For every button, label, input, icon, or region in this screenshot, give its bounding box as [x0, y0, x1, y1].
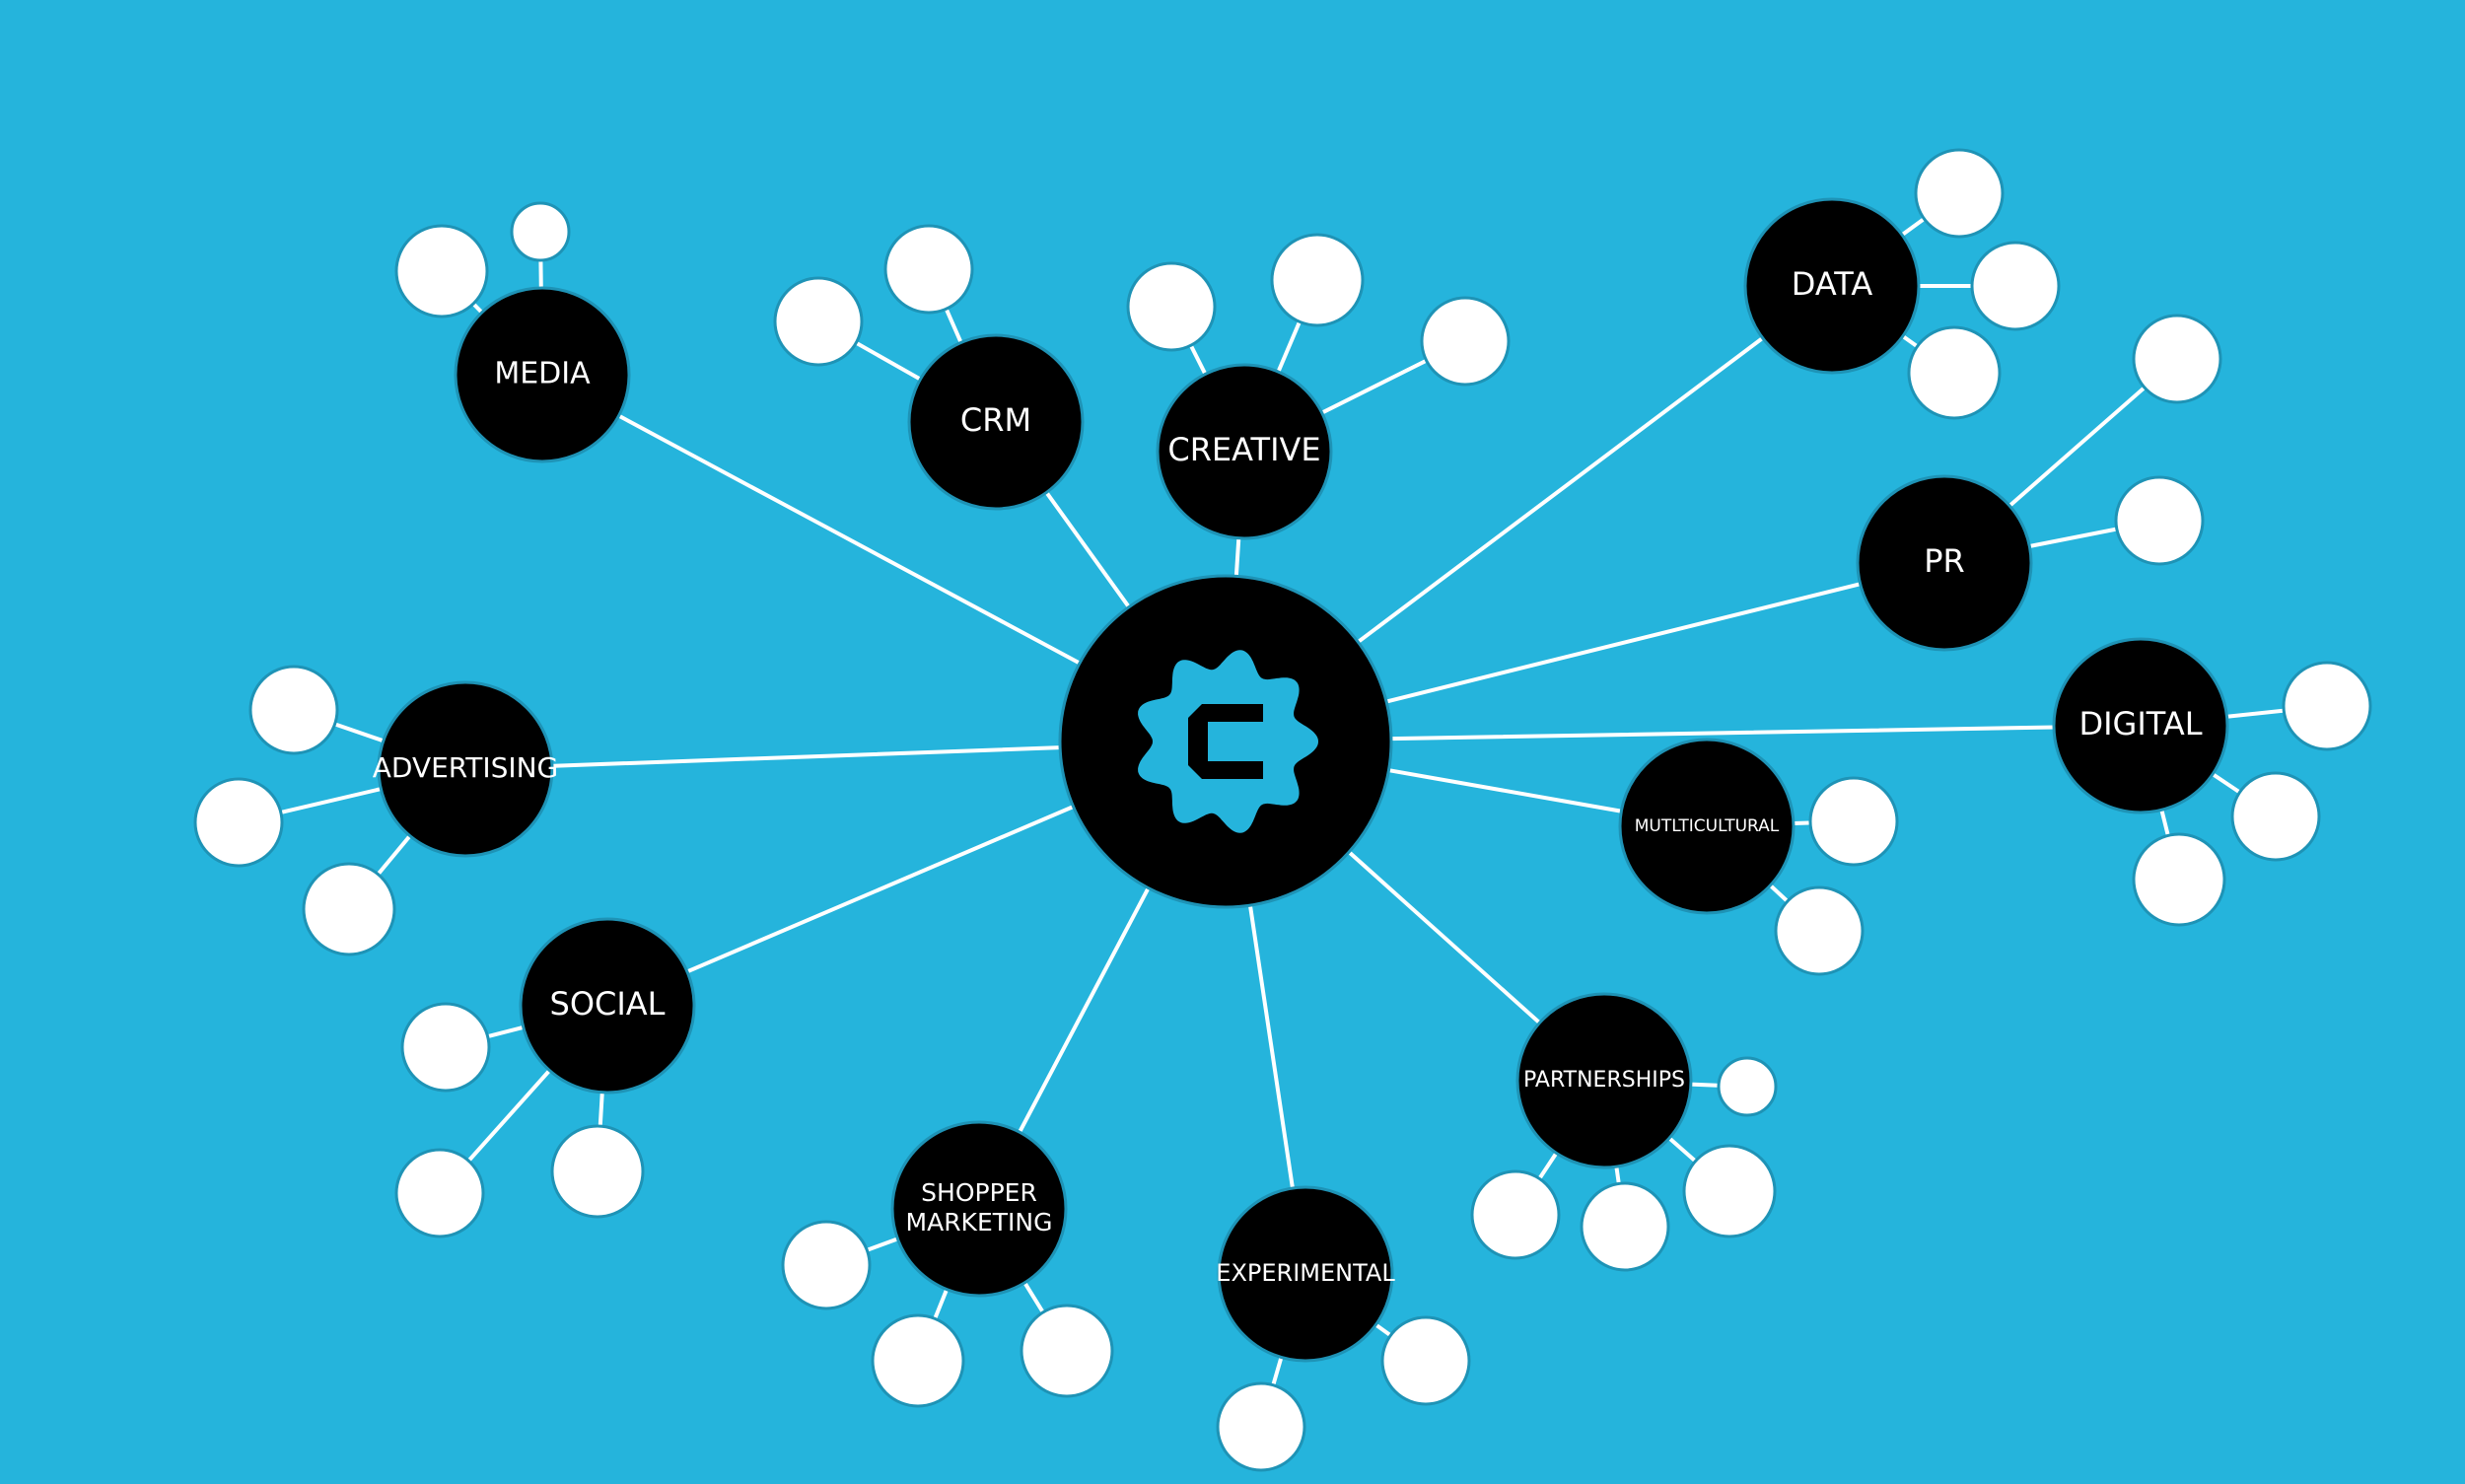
leaf-node-partnerships[interactable] — [1580, 1181, 1670, 1272]
hub-circle — [1217, 1185, 1394, 1363]
hub-node-advertising[interactable]: ADVERTISING — [373, 680, 559, 858]
hub-node-partnerships[interactable]: PARTNERSHIPS — [1515, 992, 1693, 1169]
hub-label: MEDIA — [494, 357, 591, 391]
hub-circle — [1515, 992, 1693, 1169]
leaf-node-advertising[interactable] — [248, 665, 339, 755]
leaf-node-shopper-marketing[interactable] — [1020, 1304, 1114, 1398]
hub-label: CRM — [960, 401, 1031, 439]
hub-node-creative[interactable]: CREATIVE — [1156, 363, 1333, 540]
leaf-node-multicultural[interactable] — [1774, 885, 1865, 976]
leaf-node-digital[interactable] — [2282, 661, 2372, 751]
leaf-node-crm[interactable] — [773, 276, 864, 367]
hub-label: EXPERIMENTAL — [1216, 1259, 1395, 1287]
leaf-node-pr[interactable] — [2114, 475, 2205, 566]
leaf-node-social[interactable] — [394, 1148, 485, 1238]
hub-node-pr[interactable]: PR — [1856, 474, 2033, 652]
hub-label: ADVERTISING — [373, 751, 559, 784]
leaf-node-media[interactable] — [394, 224, 489, 318]
hub-circle — [1856, 474, 2033, 652]
leaf-node-crm[interactable] — [883, 224, 974, 315]
hub-label: SOCIAL — [550, 985, 666, 1023]
hub-circle — [1743, 197, 1921, 375]
hub-circle — [907, 333, 1085, 511]
hub-circle — [2052, 637, 2229, 814]
leaf-node-shopper-marketing[interactable] — [781, 1220, 872, 1310]
c-badge-logo-icon — [1138, 650, 1318, 833]
leaf-node-experimental[interactable] — [1380, 1315, 1471, 1406]
hub-label: SHOPPER — [921, 1178, 1037, 1207]
hub-circle — [1156, 363, 1333, 540]
leaf-node-creative[interactable] — [1270, 233, 1365, 327]
hub-circle — [1618, 738, 1796, 915]
leaf-node-partnerships[interactable] — [1717, 1056, 1778, 1117]
center-node[interactable] — [1058, 574, 1393, 909]
hub-label: MARKETING — [906, 1208, 1053, 1237]
hub-circle — [519, 917, 696, 1095]
leaves-layer — [193, 148, 2372, 1472]
leaf-node-advertising[interactable] — [302, 862, 396, 956]
leaf-node-digital[interactable] — [2132, 832, 2226, 927]
leaf-node-digital[interactable] — [2230, 771, 2321, 862]
hub-label: CREATIVE — [1167, 431, 1320, 468]
leaf-node-advertising[interactable] — [193, 777, 284, 868]
hubs-layer: MEDIA CRM CREATIVE DATA PR DIGITAL MUTLTICULTU… — [373, 197, 2229, 1363]
leaf-node-pr[interactable] — [2132, 314, 2222, 404]
leaf-node-partnerships[interactable] — [1682, 1144, 1777, 1238]
hub-node-social[interactable]: SOCIAL — [519, 917, 696, 1095]
hub-label: PARTNERSHIPS — [1523, 1068, 1685, 1093]
hub-node-media[interactable]: MEDIA — [454, 286, 631, 463]
hub-label: DIGITAL — [2078, 705, 2202, 742]
leaf-node-experimental[interactable] — [1216, 1381, 1306, 1472]
hub-node-experimental[interactable]: EXPERIMENTAL — [1216, 1185, 1395, 1363]
leaf-node-data[interactable] — [1970, 241, 2061, 331]
hub-node-data[interactable]: DATA — [1743, 197, 1921, 375]
hub-label: PR — [1924, 542, 1965, 580]
leaf-node-social[interactable] — [400, 1002, 491, 1093]
badge-shape — [1138, 650, 1318, 833]
leaf-node-creative[interactable] — [1420, 296, 1511, 387]
leaf-node-partnerships[interactable] — [1470, 1169, 1561, 1260]
leaf-node-shopper-marketing[interactable] — [871, 1313, 965, 1408]
hub-node-digital[interactable]: DIGITAL — [2052, 637, 2229, 814]
hub-node-crm[interactable]: CRM — [907, 333, 1085, 511]
hub-node-multicultural[interactable]: MUTLTICULTURAL — [1618, 738, 1796, 915]
leaf-node-creative[interactable] — [1126, 261, 1217, 352]
hub-circle — [890, 1120, 1068, 1298]
letter-c-glyph — [1188, 704, 1263, 779]
hub-label: DATA — [1792, 265, 1873, 303]
leaf-node-multicultural[interactable] — [1808, 776, 1899, 867]
hub-circle — [454, 286, 631, 463]
leaf-node-media[interactable] — [510, 201, 571, 262]
leaf-node-social[interactable] — [550, 1124, 645, 1219]
hub-label: MUTLTICULTURAL — [1635, 816, 1780, 836]
leaf-node-data[interactable] — [1907, 325, 2002, 420]
hub-circle — [377, 680, 554, 858]
leaf-node-data[interactable] — [1914, 148, 2005, 239]
